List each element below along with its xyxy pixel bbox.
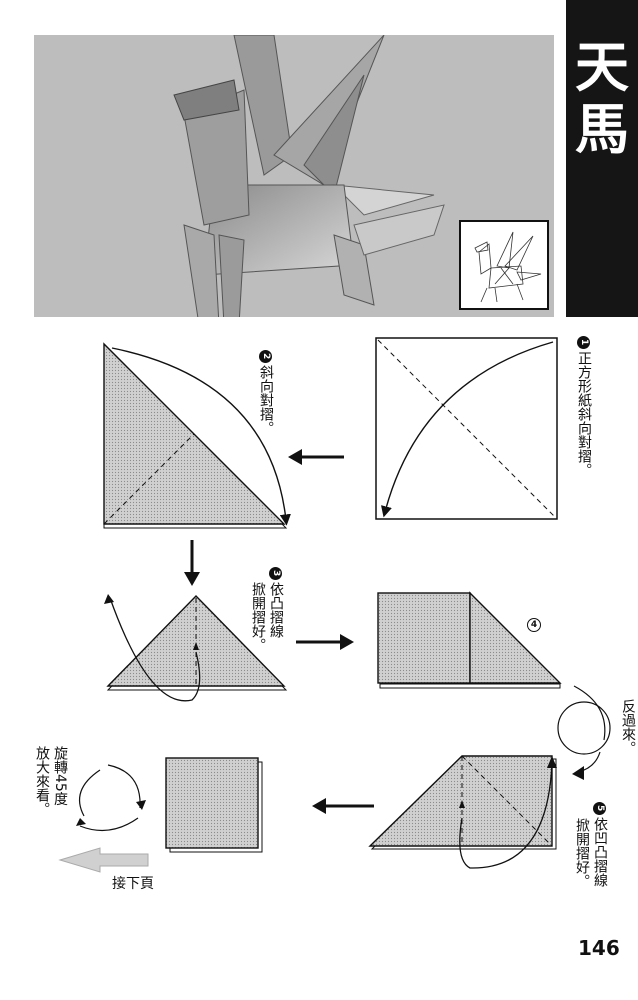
page-number: 146 bbox=[578, 936, 620, 960]
flip-arrow-icon bbox=[557, 685, 611, 780]
step2-number: 2 bbox=[259, 350, 272, 363]
next-page-arrow-icon[interactable] bbox=[58, 847, 149, 873]
pegasus-photo-illustration bbox=[173, 35, 445, 317]
origami-photo bbox=[34, 35, 554, 317]
step5-number: 5 bbox=[593, 802, 606, 815]
step2-text: 斜向對摺。 bbox=[258, 365, 274, 435]
title-char-2: 馬 bbox=[575, 98, 629, 161]
step4-number: 4 bbox=[527, 618, 541, 632]
step5-label-line1: 5 依凹凸摺線 bbox=[592, 802, 608, 887]
step2-label: 2 斜向對摺。 bbox=[258, 350, 274, 435]
rotate-icon bbox=[76, 764, 146, 832]
step3-triangle bbox=[104, 594, 288, 702]
inset-line-drawing bbox=[459, 220, 549, 310]
rotate-label-line2: 放大來看。 bbox=[34, 746, 50, 816]
arrow-step1-to-step2 bbox=[288, 449, 344, 465]
step3-text-line2: 掀開摺好。 bbox=[250, 582, 266, 652]
step1-number: 1 bbox=[577, 336, 590, 349]
step5-shape bbox=[368, 755, 557, 869]
pegasus-sketch-icon bbox=[474, 231, 542, 303]
step5-label-line2: 掀開摺好。 bbox=[574, 818, 590, 888]
step3-label-line2: 掀開摺好。 bbox=[250, 582, 266, 652]
step2-triangle bbox=[103, 342, 291, 529]
step4-shape bbox=[377, 591, 562, 689]
step1-square bbox=[375, 337, 558, 520]
title-bar bbox=[566, 0, 638, 317]
arrow-step2-to-step3 bbox=[184, 540, 200, 586]
step1-label: 1 正方形紙斜向對摺。 bbox=[576, 336, 592, 477]
flip-label: 反過來。 bbox=[620, 699, 636, 755]
step3-text-line1: 依凸摺線 bbox=[268, 582, 284, 638]
step1-text: 正方形紙斜向對摺。 bbox=[576, 351, 592, 477]
arrow-step3-to-step4 bbox=[296, 634, 354, 650]
final-square bbox=[165, 757, 263, 853]
step4-label: 4 bbox=[527, 612, 541, 634]
next-page-label[interactable]: 接下頁 bbox=[112, 876, 154, 892]
title-char-1: 天 bbox=[575, 36, 629, 99]
step3-label-line1: 3 依凸摺線 bbox=[268, 567, 284, 638]
rotate-label-line1: 旋轉45度 bbox=[52, 746, 68, 806]
step3-number: 3 bbox=[269, 567, 282, 580]
step5-text-line1: 依凹凸摺線 bbox=[592, 817, 608, 887]
step5-text-line2: 掀開摺好。 bbox=[574, 818, 590, 888]
arrow-step5-to-final bbox=[312, 798, 374, 814]
